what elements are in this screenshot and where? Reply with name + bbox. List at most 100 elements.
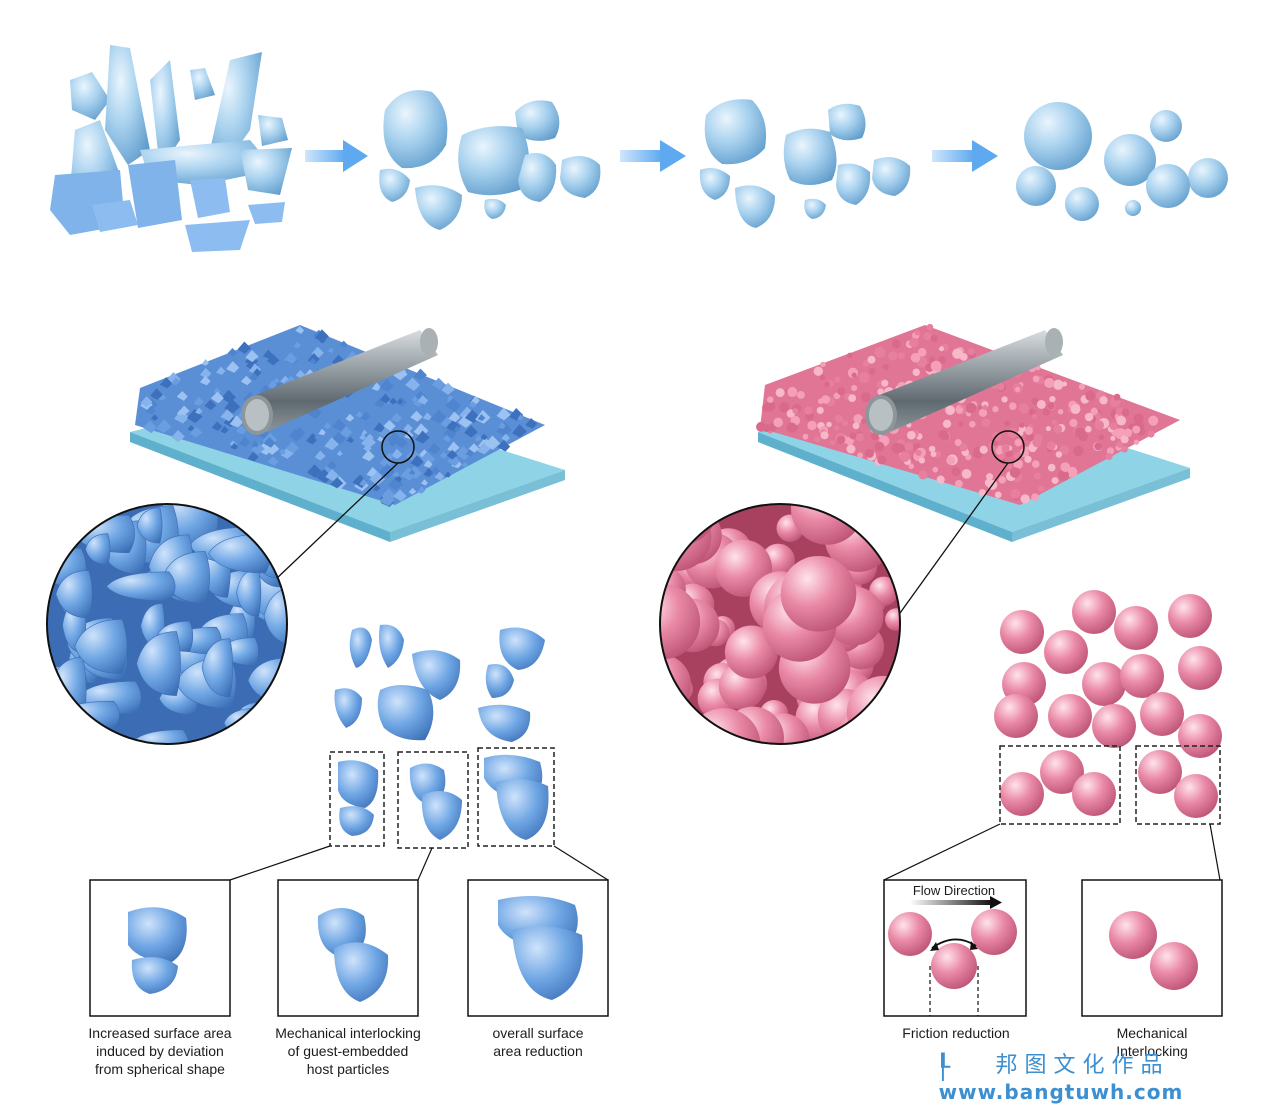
bed-flake [415, 430, 430, 444]
bed-sphere [998, 453, 1005, 460]
bed-flake [224, 398, 241, 414]
bed-sphere [1031, 460, 1040, 468]
bed-flake [430, 409, 447, 424]
bed-sphere [1015, 386, 1021, 392]
bed-sphere [891, 339, 901, 349]
bed-sphere [952, 348, 963, 359]
bed-sphere [857, 452, 864, 459]
bed-sphere [1094, 420, 1105, 430]
bed-sphere [1060, 462, 1071, 472]
bed-sphere [967, 347, 975, 356]
bed-flake [379, 463, 395, 479]
bed-flake [377, 436, 384, 442]
bed-sphere [938, 356, 946, 364]
bed-sphere [778, 402, 790, 413]
array-sphere [1140, 692, 1184, 736]
bed-flake [325, 468, 339, 482]
bed-flake [216, 366, 226, 375]
blue-leader-3 [553, 845, 609, 881]
bed-sphere [961, 468, 972, 479]
bed-sphere [858, 372, 870, 384]
blue-panel-interlocking [277, 879, 419, 1017]
zoom-sphere [660, 654, 691, 714]
blue-zoom-leader [274, 462, 399, 581]
zoom-flake [201, 638, 234, 698]
bed-flake [447, 441, 460, 453]
bed-flake [176, 391, 188, 401]
bed-sphere [1085, 390, 1096, 401]
bed-flake [405, 377, 421, 391]
bed-flake [189, 426, 203, 438]
bed-flake [186, 409, 203, 424]
bed-flake [434, 471, 445, 481]
bed-sphere [923, 332, 932, 341]
bed-flake [423, 467, 434, 478]
array-sphere [1178, 646, 1222, 690]
bed-sphere [930, 451, 937, 458]
bed-sphere [951, 467, 961, 476]
bed-flake [195, 407, 203, 415]
bed-flake [226, 361, 240, 373]
bed-flake [413, 368, 427, 381]
bed-flake [410, 455, 424, 468]
bed-sphere [926, 323, 934, 331]
bed-sphere [918, 470, 928, 480]
bed-flake [280, 447, 294, 459]
bed-flake [379, 378, 394, 392]
bed-sphere [1004, 420, 1010, 427]
bed-flake [441, 382, 455, 395]
bed-sphere [1078, 383, 1085, 390]
bed-sphere [968, 420, 976, 428]
bed-sphere [849, 432, 857, 440]
bed-sphere [1116, 441, 1124, 448]
zoom-sphere [860, 727, 893, 744]
bed-sphere [1020, 494, 1030, 504]
bed-sphere [1058, 469, 1070, 481]
bed-sphere [851, 384, 858, 392]
bed-flake [285, 441, 299, 454]
bed-sphere [1032, 375, 1040, 383]
bed-sphere [1133, 439, 1140, 445]
bed-flake [393, 489, 407, 502]
bed-flake [443, 435, 452, 443]
bed-sphere [821, 395, 830, 404]
bed-sphere [958, 421, 964, 427]
bed-flake [447, 454, 461, 467]
bed-sphere [912, 368, 920, 376]
zoom-flake [263, 586, 287, 646]
bed-flake [295, 325, 305, 334]
bed-sphere [846, 444, 856, 454]
pink-zoom-leader [894, 462, 1009, 621]
bed-flake [423, 459, 433, 468]
bed-flake [249, 372, 259, 381]
bed-flake [391, 448, 403, 459]
bed-flake [140, 396, 153, 407]
bed-sphere [930, 360, 942, 372]
bed-sphere [1069, 418, 1078, 428]
pink-leader-2 [1209, 823, 1221, 881]
bed-sphere [992, 440, 999, 447]
zoom-sphere [686, 708, 761, 744]
bed-flake [142, 420, 157, 434]
flow-direction-arrow [910, 900, 992, 905]
label-flow-direction: Flow Direction [912, 883, 996, 898]
bed-flake [193, 396, 204, 406]
bed-flake [455, 446, 472, 460]
bed-flake [484, 435, 501, 450]
bed-flake [247, 451, 259, 462]
bed-flake [388, 440, 395, 447]
bed-sphere [860, 392, 871, 403]
bed-sphere [888, 351, 898, 361]
label-overall-surface: overall surface area reduction [492, 1025, 584, 1059]
watermark-logo-icon: ┞ [935, 1053, 951, 1081]
bed-sphere [773, 417, 783, 428]
bed-flake [409, 469, 416, 475]
bed-sphere [1046, 441, 1056, 451]
bed-flake [417, 395, 429, 405]
bed-flake [284, 352, 298, 365]
bed-flake [394, 475, 402, 483]
bed-flake [288, 428, 304, 442]
bed-sphere [1099, 396, 1108, 405]
bed-sphere [1031, 397, 1039, 405]
bed-sphere [1042, 408, 1051, 416]
